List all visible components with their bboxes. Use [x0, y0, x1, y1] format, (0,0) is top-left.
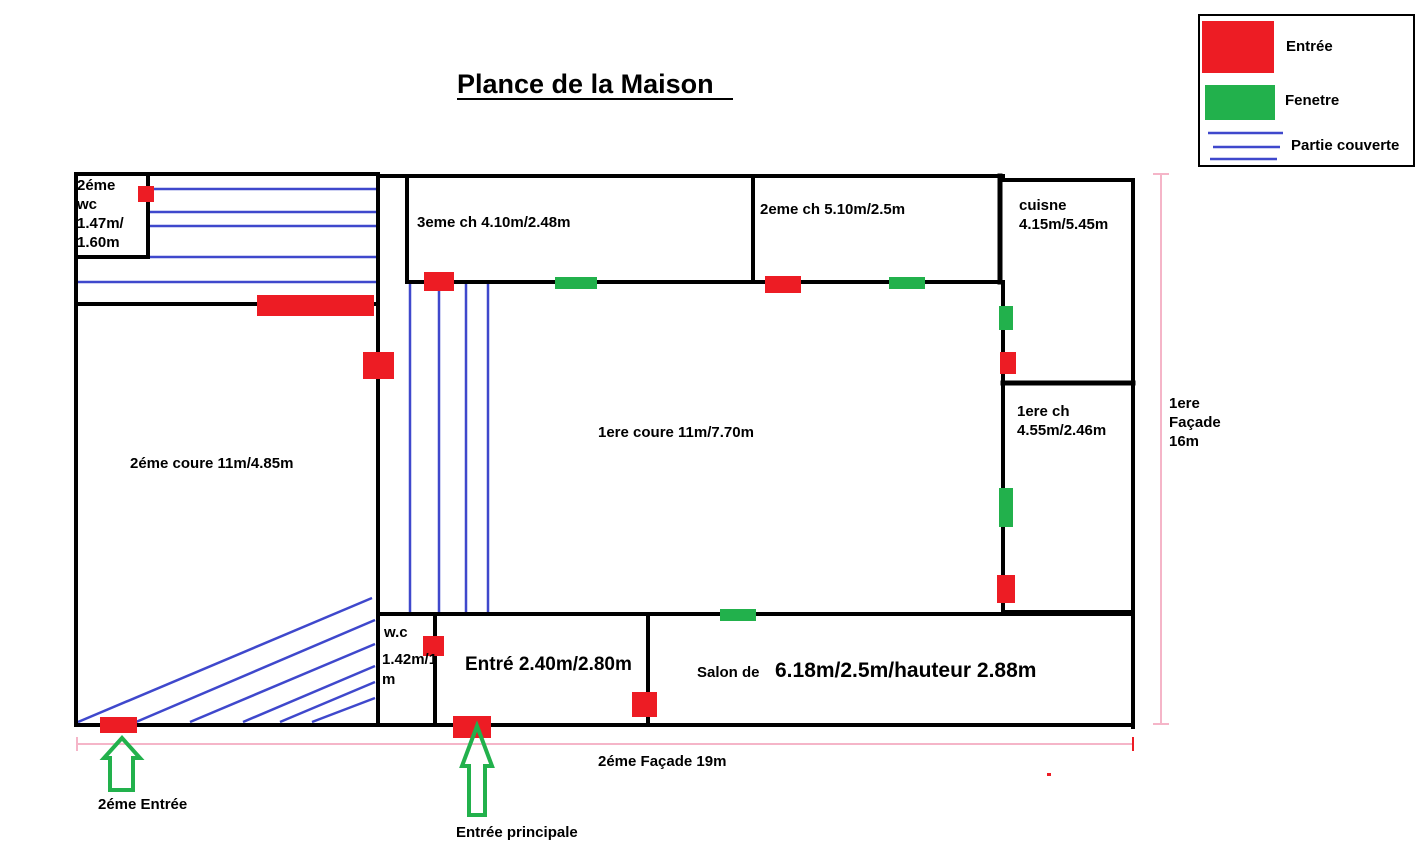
room-coure1-label: 1ere coure 11m/7.70m — [598, 424, 754, 441]
door-salon — [632, 692, 657, 717]
arrow-main-entrance — [459, 720, 495, 817]
entrances — [100, 186, 1051, 776]
door-cuisine — [1000, 352, 1016, 374]
room-wc2-label-3: 1.47m/ — [77, 215, 125, 232]
room-ch1-label-1: 1ere ch — [1017, 403, 1070, 420]
door-wc — [423, 636, 444, 656]
room-ch1-label-2: 4.55m/2.46m — [1017, 422, 1106, 439]
door-wc2 — [138, 186, 154, 202]
facade1-label-1: 1ere — [1169, 395, 1200, 412]
door-ch1 — [997, 575, 1015, 603]
room-wc-label-1: w.c — [383, 624, 408, 641]
room-wc2-label-1: 2éme — [77, 177, 115, 194]
legend-window-label: Fenetre — [1285, 92, 1339, 109]
legend-window-swatch — [1205, 85, 1275, 120]
legend-entrance-swatch — [1202, 21, 1274, 73]
facade2-label: 2éme Façade 19m — [598, 753, 726, 770]
room-salon-label-prefix: Salon de — [697, 664, 760, 681]
room-ch2-label: 2eme ch 5.10m/2.5m — [760, 201, 905, 218]
room-coure2-label: 2éme coure 11m/4.85m — [130, 455, 293, 472]
legend: Entrée Fenetre Partie couverte — [1198, 14, 1415, 167]
room-wc2-label-4: 1.60m — [77, 234, 120, 251]
legend-covered-swatch — [1208, 131, 1283, 161]
stray-mark — [1047, 773, 1051, 776]
door-coure-link — [363, 352, 394, 379]
door-coure2-wide — [257, 295, 374, 316]
room-ch3-label: 3eme ch 4.10m/2.48m — [417, 214, 570, 231]
legend-entrance-label: Entrée — [1286, 38, 1333, 55]
plan-title: Plance de la Maison — [457, 69, 714, 99]
windows — [555, 277, 1013, 621]
room-cuisine-label-1: cuisne — [1019, 197, 1067, 214]
room-cuisine-label-2: 4.15m/5.45m — [1019, 216, 1108, 233]
room-wc-label-2: 1.42m/1 — [382, 651, 437, 668]
facade1-label-2: Façade — [1169, 414, 1221, 431]
room-wc-label-3: m — [382, 671, 395, 688]
door-second-entrance — [100, 717, 137, 733]
arrow-second-entrance — [99, 735, 145, 792]
room-wc2-label-2: wc — [76, 196, 97, 213]
window-ch2 — [889, 277, 925, 289]
legend-covered-label: Partie couverte — [1291, 137, 1399, 154]
room-salon-label-dims: 6.18m/2.5m/hauteur 2.88m — [775, 659, 1036, 682]
window-ch1 — [999, 488, 1013, 527]
window-cuisine — [999, 306, 1013, 330]
dimension-lines — [76, 173, 1169, 751]
door-ch3 — [424, 272, 454, 291]
window-ch3 — [555, 277, 597, 289]
covered-area-lines — [77, 187, 490, 724]
main-entrance-label: Entrée principale — [456, 824, 578, 841]
room-entre-label: Entré 2.40m/2.80m — [465, 654, 632, 675]
window-salon — [720, 609, 756, 621]
arrows — [99, 720, 495, 817]
door-ch2 — [765, 276, 801, 293]
facade1-label-3: 16m — [1169, 433, 1199, 450]
second-entrance-label: 2éme Entrée — [98, 796, 187, 813]
